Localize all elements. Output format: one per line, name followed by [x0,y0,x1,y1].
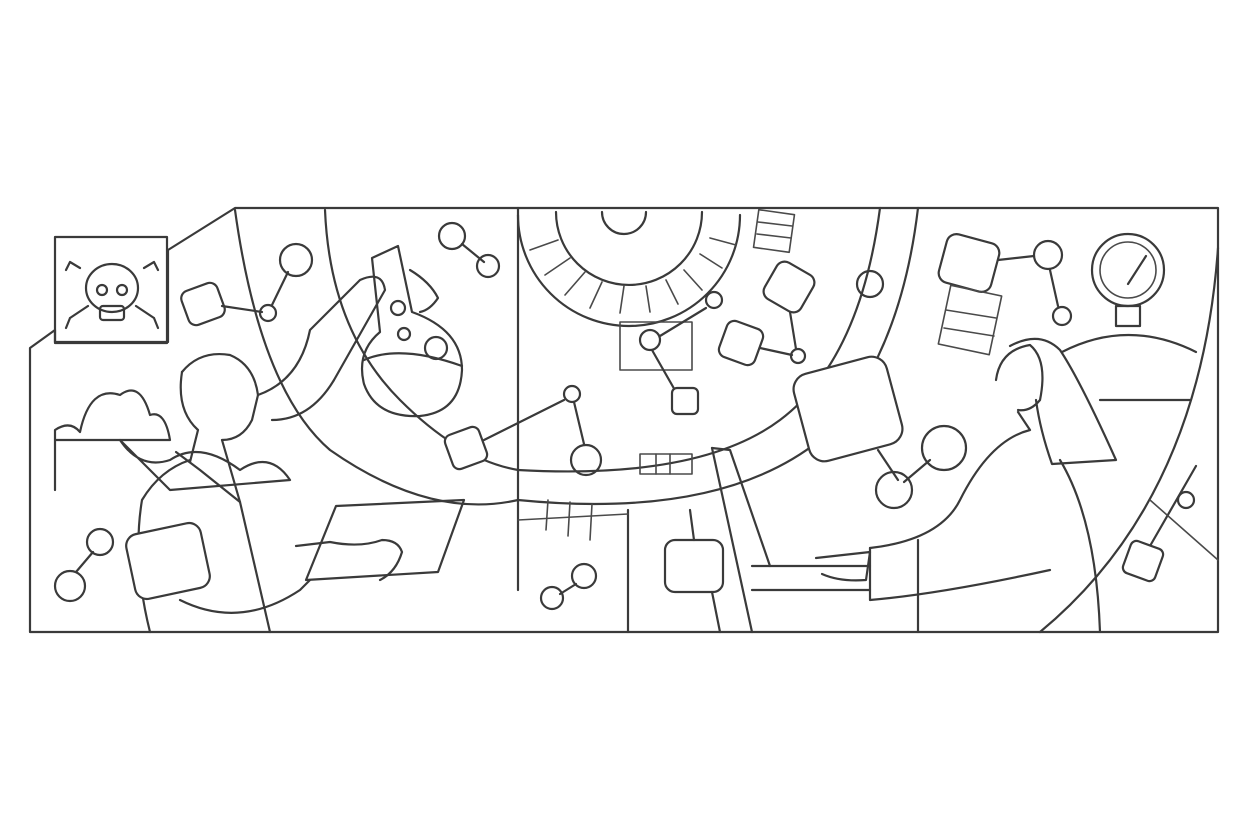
molecule-icon [792,355,968,510]
dial-wheel [516,210,742,328]
molecule-icon [855,269,885,299]
skull-crossbones-icon [53,235,169,345]
molecule-icon [937,233,1073,327]
scientist-at-laptop [814,337,1118,634]
syringe-icon [1121,464,1219,583]
lab-equipment-silhouette [53,389,292,492]
tablet-device [294,498,466,582]
flask-icon [360,244,464,418]
scientist-holding-flask [125,268,440,634]
molecule-icon [539,562,598,611]
segmented-arc-strip [517,499,920,634]
pressure-gauge-icon [1060,232,1198,354]
background-arcs [233,206,1220,634]
molecule-icon [619,290,724,416]
striped-tag [639,208,1003,475]
molecule-icon [53,527,115,603]
molecule-icon [437,221,501,279]
molecule-icon [443,384,603,477]
molecule-icon [717,260,816,367]
laptop [710,446,872,634]
molecule-icon [663,508,725,634]
molecule-icon [180,242,314,327]
